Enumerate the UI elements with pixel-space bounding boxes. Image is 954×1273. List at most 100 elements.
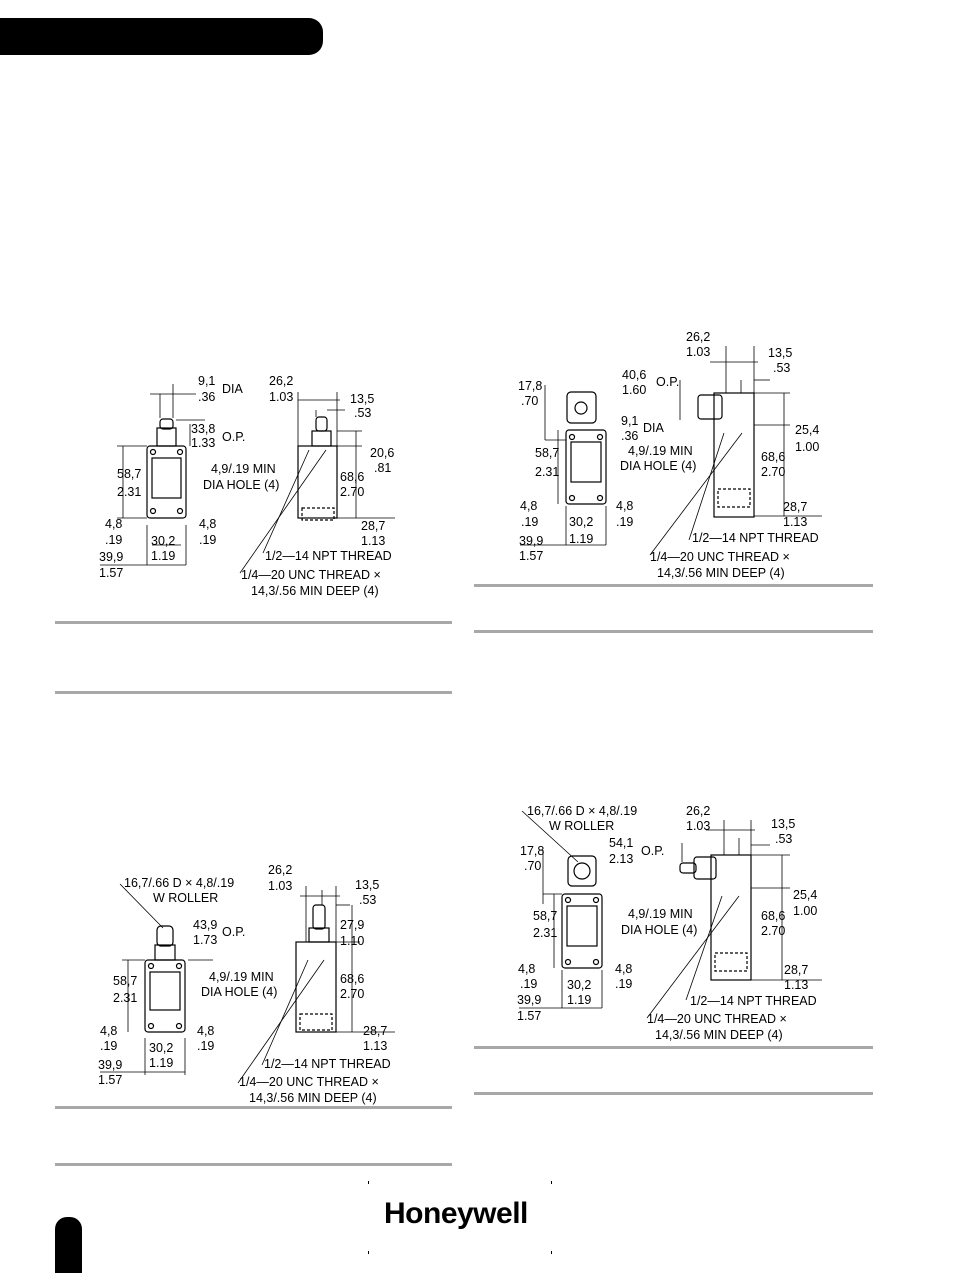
dim-label: 20,6 [370,446,394,460]
crop-mark [368,1251,369,1254]
dim-label: .36 [198,390,215,404]
dim-label: 4,8 [518,962,535,976]
crop-mark [551,1181,552,1184]
dim-label: .70 [524,859,541,873]
dim-label: 4,8 [100,1024,117,1038]
dim-label: 1.60 [622,383,646,397]
dim-label: 1/2—14 NPT THREAD [690,994,817,1008]
dim-label: 4,8 [105,517,122,531]
front-housing [144,959,186,1033]
dim-label: DIA HOLE (4) [621,923,697,937]
dim-label: 39,9 [517,993,541,1007]
caption-rule-top-fig1 [55,621,452,624]
crop-mark [551,1251,552,1254]
dim-label: .36 [621,429,638,443]
dim-label: 1/2—14 NPT THREAD [265,549,392,563]
lever-hub [574,401,588,415]
dim-label: 1.19 [149,1056,173,1070]
caption-rule-top-fig3 [55,1106,452,1109]
dim-label: 68,6 [340,972,364,986]
dim-label: 16,7/.66 D × 4,8/.19 [124,876,234,890]
caption-rule-bottom-fig1 [55,691,452,694]
dim-label: 1.13 [783,515,807,529]
dim-label: 14,3/.56 MIN DEEP (4) [657,566,785,580]
dim-label: .53 [773,361,790,375]
front-housing [146,445,187,519]
crop-mark [368,1181,369,1184]
dim-label: 1/4—20 UNC THREAD × [239,1075,379,1089]
caption-rule-top-fig2 [474,584,873,587]
dim-label: 25,4 [793,888,817,902]
dim-label: 4,9/.19 MIN [628,907,693,921]
dim-label: 2.70 [761,924,785,938]
dim-label: .19 [615,977,632,991]
dim-label: .19 [199,533,216,547]
dim-label: DIA [222,382,244,396]
dim-label: 1.57 [98,1073,122,1087]
dim-label: 26,2 [686,330,710,344]
dim-label: 1.57 [517,1009,541,1023]
dim-label: 4,9/.19 MIN [628,444,693,458]
dim-label: O.P. [656,375,679,389]
dim-label: .70 [521,394,538,408]
dim-label: 30,2 [567,978,591,992]
dim-label: 1.57 [99,566,123,580]
caption-rule-bottom-fig4 [474,1092,873,1095]
dim-label: .19 [197,1039,214,1053]
dim-label: 14,3/.56 MIN DEEP (4) [251,584,379,598]
dim-label: 1.33 [191,436,215,450]
dim-label: 14,3/.56 MIN DEEP (4) [249,1091,377,1105]
dim-label: DIA HOLE (4) [620,459,696,473]
dim-label: 25,4 [795,423,819,437]
dim-label: .53 [775,832,792,846]
dim-label: W ROLLER [153,891,218,905]
dim-label: 13,5 [350,392,374,406]
fig4-labels: 16,7/.66 D × 4,8/.19 W ROLLER 26,2 1.03 … [517,804,817,1042]
dim-label: O.P. [222,430,245,444]
caption-rule-bottom-fig2 [474,630,873,633]
dim-label: 30,2 [569,515,593,529]
dim-label: 1/4—20 UNC THREAD × [241,568,381,582]
dim-label: 28,7 [783,500,807,514]
dim-label: 2.70 [340,987,364,1001]
dim-label: 1.03 [268,879,292,893]
dim-label: 1.73 [193,933,217,947]
dim-label: O.P. [641,844,664,858]
dim-label: DIA HOLE (4) [201,985,277,999]
dim-label: 1.57 [519,549,543,563]
dim-label: 54,1 [609,836,633,850]
dim-label: 1.00 [793,904,817,918]
side-housing [713,392,755,518]
dim-label: 1.00 [795,440,819,454]
dim-label: 1.03 [269,390,293,404]
dim-label: 1/4—20 UNC THREAD × [650,550,790,564]
fig2-labels: 26,2 1.03 13,5 .53 40,6 1.60 O.P. 17,8 .… [518,330,819,580]
dim-label: 13,5 [768,346,792,360]
dim-label: 1.13 [784,978,808,992]
dim-label: 4,8 [199,517,216,531]
dim-label: DIA [643,421,665,435]
fig1-labels: 9,1 .36 DIA 33,8 1.33 O.P. 4,9/.19 MIN D… [99,374,394,598]
dim-label: 27,9 [340,918,364,932]
honeywell-logo: Honeywell [384,1197,528,1230]
dim-label: 1.13 [363,1039,387,1053]
dim-label: 1.13 [361,534,385,548]
dim-label: 13,5 [355,878,379,892]
dim-label: 2.31 [117,485,141,499]
dim-label: 4,9/.19 MIN [209,970,274,984]
dim-label: 58,7 [113,974,137,988]
side-housing [295,941,337,1033]
dim-label: 4,8 [197,1024,214,1038]
dim-label: 43,9 [193,918,217,932]
dim-label: 4,8 [615,962,632,976]
dim-label: 26,2 [269,374,293,388]
front-housing [561,893,603,969]
dim-label: 40,6 [622,368,646,382]
dim-label: 28,7 [784,963,808,977]
dim-label: DIA HOLE (4) [203,478,279,492]
fig3-labels: 16,7/.66 D × 4,8/.19 W ROLLER 26,2 1.03 … [98,863,391,1105]
dim-label: 39,9 [519,534,543,548]
rotary-head [697,394,723,420]
dim-label: 9,1 [198,374,215,388]
